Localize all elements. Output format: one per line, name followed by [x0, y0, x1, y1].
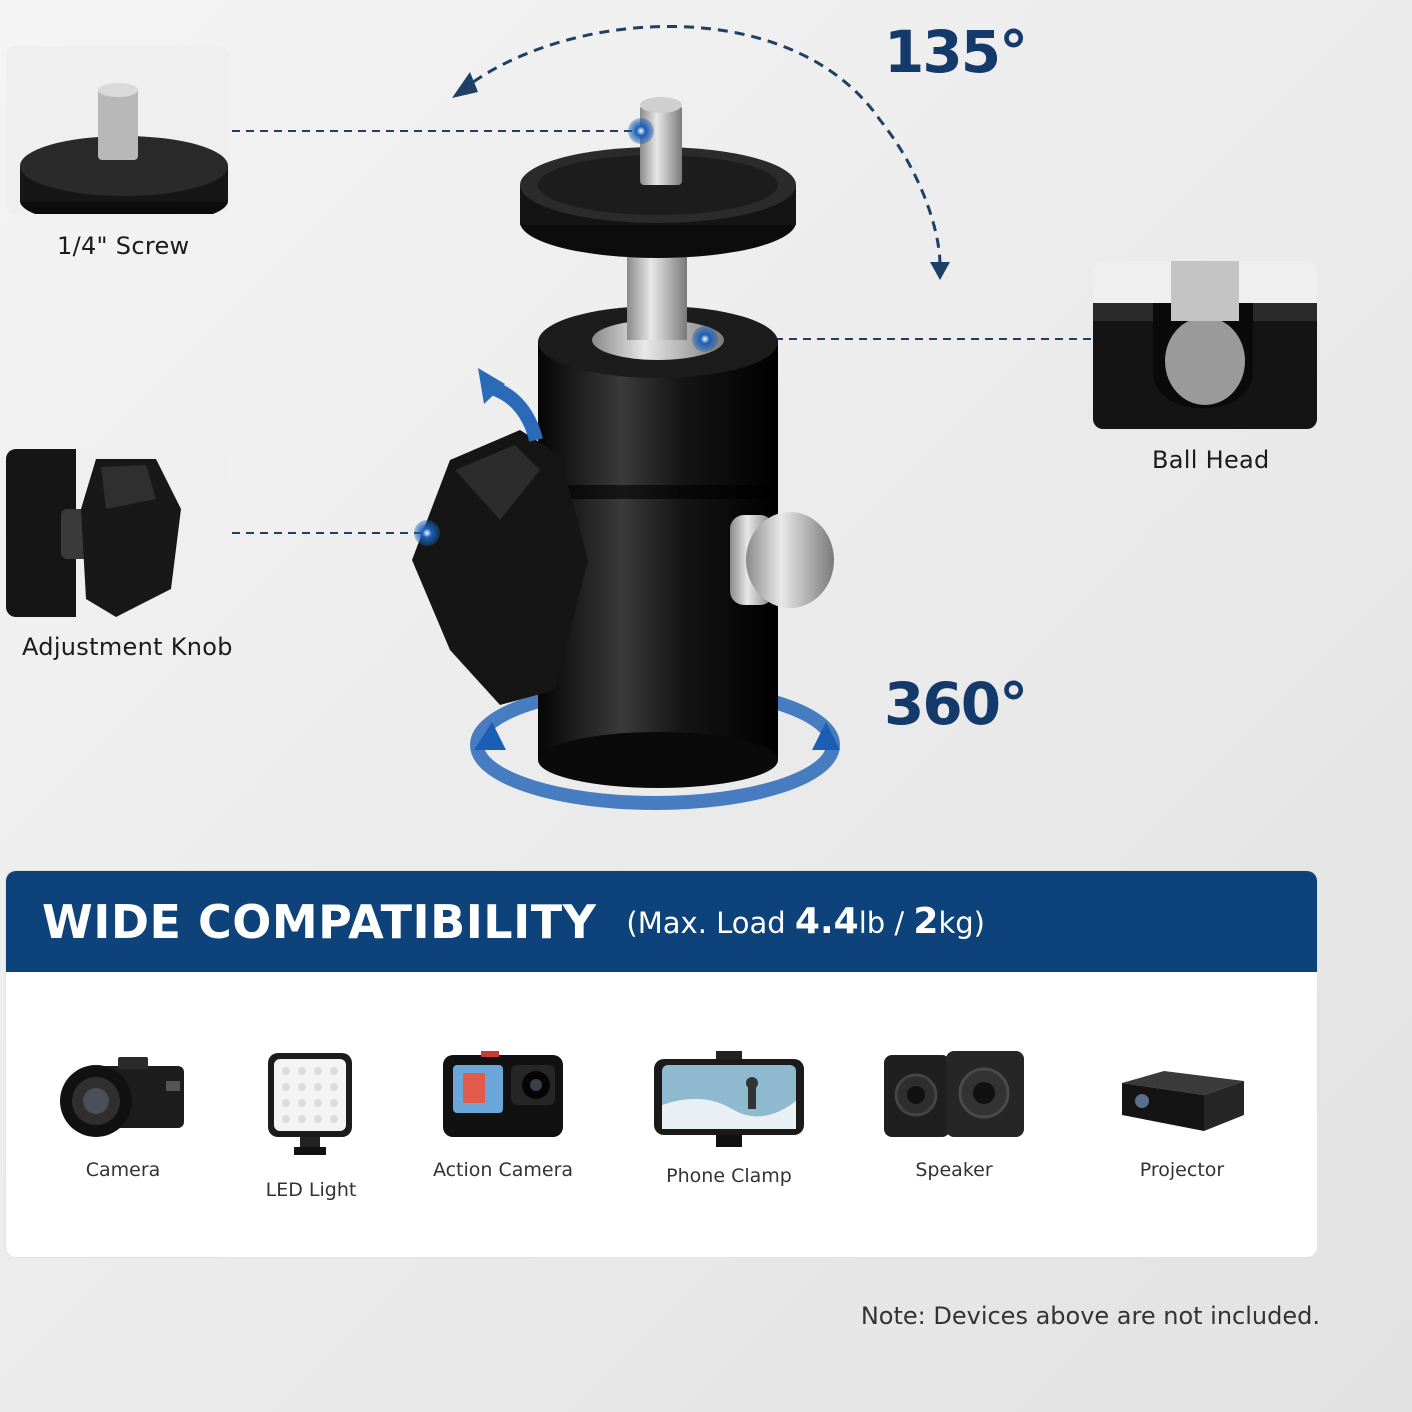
max-load-lb-unit: lb /: [858, 906, 914, 940]
max-load-text: (Max. Load 4.4lb / 2kg): [626, 901, 985, 942]
device-phone-clamp: Phone Clamp: [634, 1051, 824, 1187]
tilt-angle: 135°: [884, 18, 1028, 86]
device-label: Camera: [85, 1159, 161, 1181]
device-led-light: LED Light: [216, 1051, 406, 1201]
screw-label: 1/4" Screw: [57, 232, 190, 260]
phone-clamp-icon: [654, 1051, 804, 1147]
max-load-prefix: (Max. Load: [626, 906, 795, 940]
knob-label: Adjustment Knob: [22, 633, 233, 661]
device-camera: Camera: [28, 1051, 218, 1181]
ball-head-product: [412, 97, 840, 810]
max-load-kg-value: 2: [913, 901, 939, 942]
device-label: Phone Clamp: [666, 1165, 792, 1187]
rotation-angle: 360°: [884, 670, 1028, 738]
projector-icon: [1122, 1071, 1244, 1131]
camera-icon: [60, 1057, 184, 1137]
ball-head-thumbnail: [1093, 261, 1317, 429]
max-load-kg-unit: kg): [938, 906, 985, 940]
disclaimer-note: Note: Devices above are not included.: [860, 1302, 1320, 1330]
ball-head-label: Ball Head: [1152, 446, 1270, 474]
knob-thumbnail: [6, 449, 230, 617]
device-label: Projector: [1139, 1159, 1225, 1181]
led-light-icon: [268, 1053, 352, 1155]
action-camera-icon: [443, 1051, 563, 1137]
callout-lines: [232, 25, 1092, 810]
device-projector: Projector: [1087, 1051, 1277, 1181]
device-speaker: Speaker: [859, 1051, 1049, 1181]
screw-icon: [20, 83, 228, 214]
compatibility-card: WIDE COMPATIBILITY (Max. Load 4.4lb / 2k…: [6, 871, 1317, 1257]
ball-socket-icon: [1093, 261, 1317, 429]
device-action-camera: Action Camera: [408, 1051, 598, 1181]
device-label: Action Camera: [432, 1159, 574, 1181]
screw-thumbnail: [6, 46, 230, 214]
device-label: LED Light: [265, 1179, 357, 1201]
speaker-icon: [884, 1051, 1024, 1137]
knob-icon: [6, 449, 181, 617]
compatibility-title: WIDE COMPATIBILITY: [42, 894, 597, 949]
compatibility-banner: WIDE COMPATIBILITY (Max. Load 4.4lb / 2k…: [6, 871, 1317, 972]
device-label: Speaker: [915, 1159, 993, 1181]
max-load-lb-value: 4.4: [794, 901, 859, 942]
